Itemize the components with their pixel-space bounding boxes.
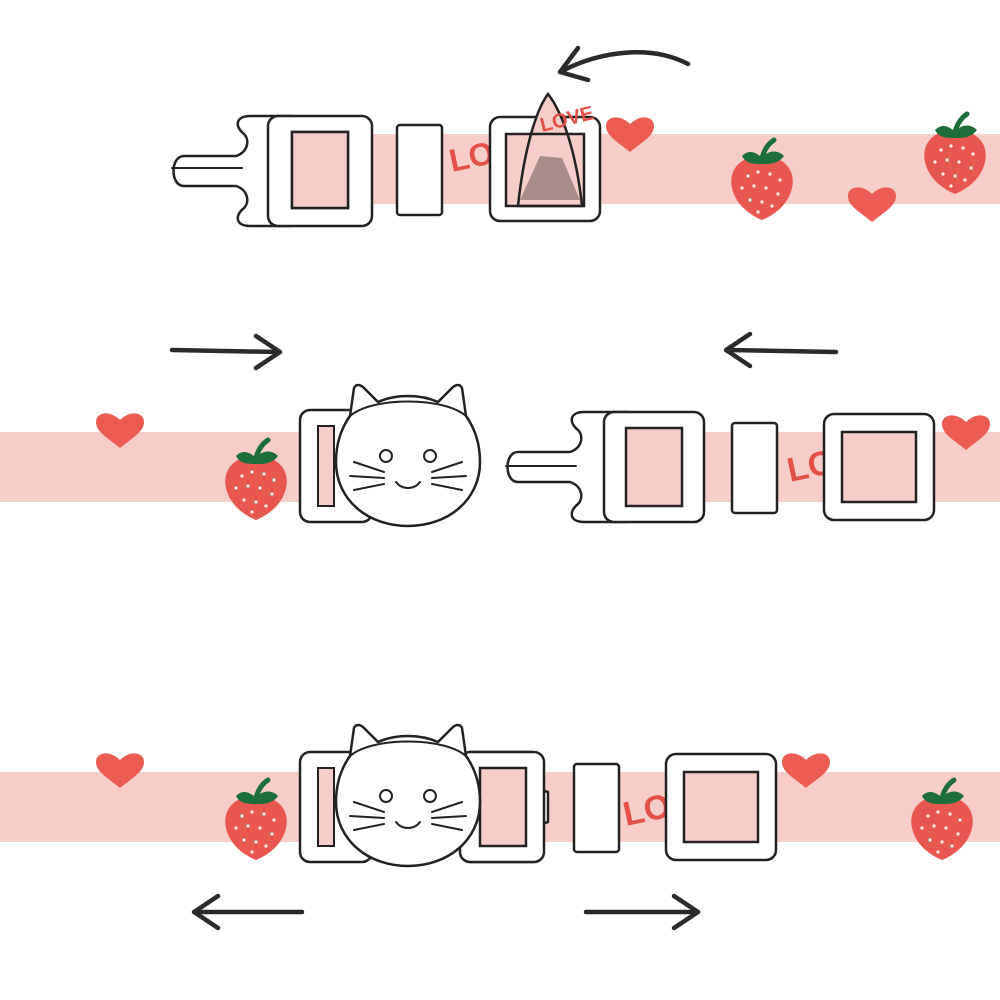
square-slide-adjuster[interactable] xyxy=(664,752,778,862)
square-slide-adjuster[interactable]: LOVE xyxy=(488,91,602,223)
square-slide-adjuster[interactable] xyxy=(822,412,936,522)
strap-keeper-loop[interactable] xyxy=(730,421,779,515)
male-release-buckle[interactable] xyxy=(458,750,550,864)
arrow-left-icon xyxy=(725,347,839,355)
cat-face-icon xyxy=(334,383,482,528)
curved-arrow-left-icon xyxy=(561,50,691,73)
cat-face-icon xyxy=(334,723,482,868)
male-release-buckle[interactable] xyxy=(505,410,706,524)
male-release-buckle[interactable] xyxy=(171,114,374,228)
arrow-right-icon xyxy=(169,347,281,355)
step-1: LOVE LOVE xyxy=(171,45,1000,228)
strap-keeper-loop[interactable] xyxy=(395,123,444,217)
step-2: LOVE xyxy=(0,331,1000,528)
strap-keeper-loop[interactable] xyxy=(572,762,621,854)
arrow-head-icon xyxy=(557,45,591,83)
step-3: LOVE xyxy=(0,723,1000,931)
cat-face-female-buckle[interactable] xyxy=(298,383,482,528)
